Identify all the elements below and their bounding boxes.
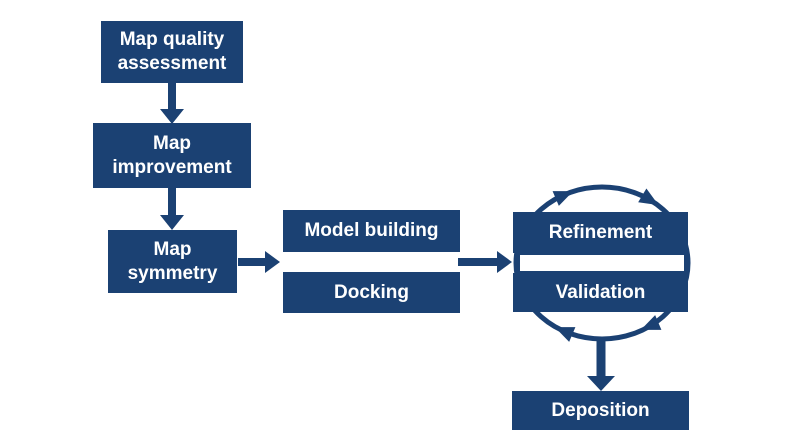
node-deposition: Deposition bbox=[512, 391, 689, 430]
node-map-improvement: Map improvement bbox=[93, 123, 251, 188]
node-refinement: Refinement bbox=[513, 212, 688, 253]
node-model-building: Model building bbox=[283, 210, 460, 252]
cycle-arrowhead-bottom-left bbox=[554, 327, 576, 342]
flow-arrows bbox=[160, 83, 615, 391]
cycle-arrowhead-bottom-right bbox=[640, 315, 662, 330]
refinement-validation-gap-band bbox=[518, 253, 686, 273]
node-map-symmetry: Map symmetry bbox=[108, 230, 237, 293]
arrow-map-quality-to-map-improvement bbox=[160, 83, 184, 124]
arrow-cycle-to-deposition bbox=[587, 340, 615, 391]
node-validation: Validation bbox=[513, 273, 688, 312]
cycle-arrowhead-top-right bbox=[638, 188, 659, 206]
arrow-model-building-docking-to-refinement-validation bbox=[458, 251, 512, 273]
arrow-map-symmetry-to-model-building-docking bbox=[238, 251, 280, 273]
cycle-arrowhead-top-left bbox=[552, 191, 574, 206]
node-map-quality-assessment: Map quality assessment bbox=[101, 21, 243, 83]
node-docking: Docking bbox=[283, 272, 460, 313]
cycle-ellipse bbox=[513, 184, 691, 342]
cycle-arrowheads bbox=[552, 188, 662, 342]
arrow-map-improvement-to-map-symmetry bbox=[160, 188, 184, 230]
